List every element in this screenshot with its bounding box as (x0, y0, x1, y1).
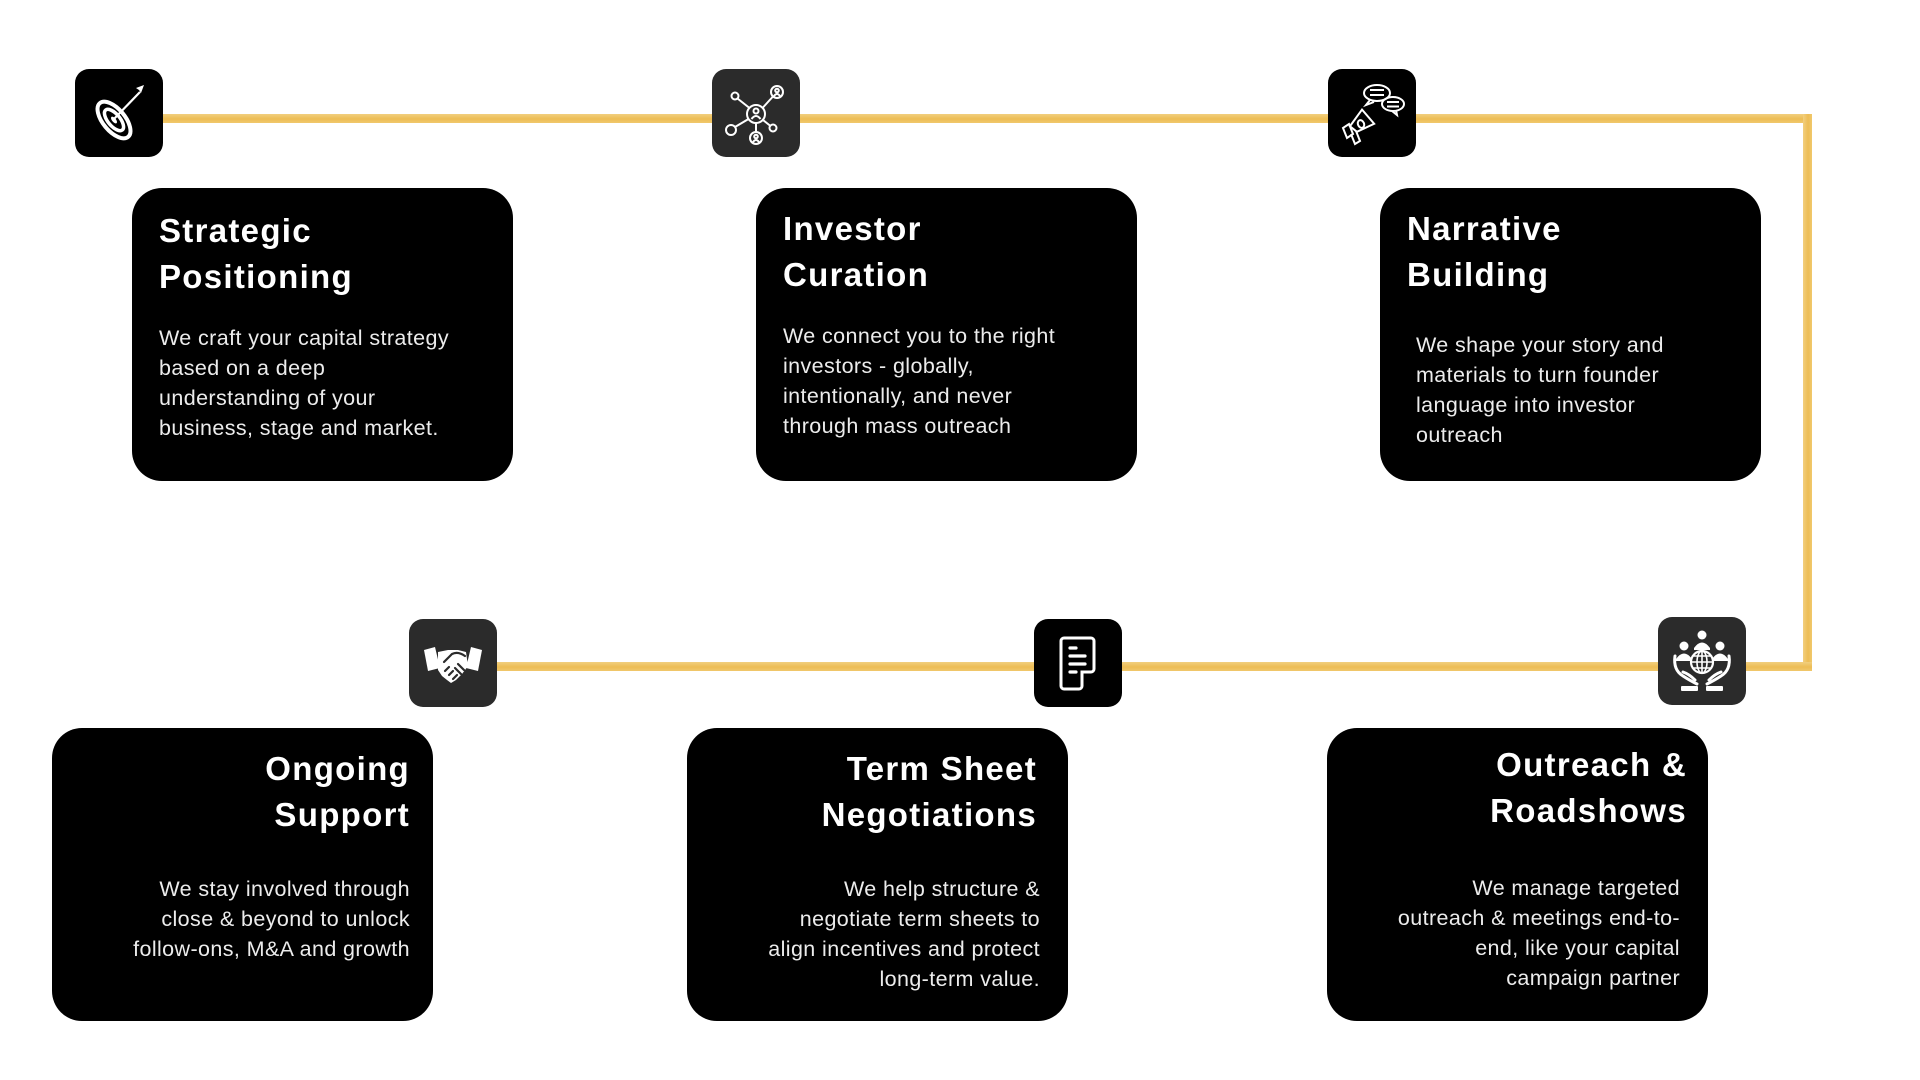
network-icon (725, 85, 784, 145)
step-3-icon-box (1328, 69, 1416, 157)
step-description: We shape your story and materials to tur… (1416, 333, 1664, 447)
step-description: We connect you to the right investors - … (783, 324, 1056, 438)
step-title: Outreach & Roadshows (1490, 746, 1687, 829)
handshake-icon (424, 647, 482, 683)
globe-hands-icon (1673, 630, 1731, 691)
step-title: Strategic Positioning (159, 212, 353, 295)
connector-top (118, 114, 1812, 123)
connector-right (1803, 114, 1812, 670)
step-6-icon-box (409, 619, 497, 707)
document-icon (1059, 636, 1096, 691)
step-card-narrative-building: Narrative Building We shape your story a… (1380, 188, 1761, 481)
step-1-icon-box (75, 69, 163, 157)
step-5-icon-box (1034, 619, 1122, 707)
step-title: Ongoing Support (265, 750, 410, 833)
step-card-investor-curation: Investor Curation We connect you to the … (756, 188, 1137, 481)
step-title: Investor Curation (783, 210, 930, 293)
step-4-icon-box (1658, 617, 1746, 705)
step-card-strategic-positioning: Strategic Positioning We craft your capi… (132, 188, 513, 481)
step-card-ongoing-support: Ongoing Support We stay involved through… (52, 728, 433, 1021)
step-description: We manage targeted outreach & meetings e… (1397, 876, 1680, 990)
step-description: We craft your capital strategy based on … (159, 326, 450, 440)
step-title: Term Sheet Negotiations (821, 750, 1037, 833)
step-title: Narrative Building (1407, 210, 1562, 293)
connector-bottom (453, 662, 1812, 671)
step-2-icon-box (712, 69, 800, 157)
step-description: We stay involved through close & beyond … (133, 877, 410, 961)
target-icon (95, 85, 144, 141)
step-card-term-sheet-negotiations: Term Sheet Negotiations We help structur… (687, 728, 1068, 1021)
megaphone-chat-icon (1341, 84, 1405, 146)
step-card-outreach-roadshows: Outreach & Roadshows We manage targeted … (1327, 728, 1708, 1021)
step-description: We help structure & negotiate term sheet… (768, 877, 1040, 991)
